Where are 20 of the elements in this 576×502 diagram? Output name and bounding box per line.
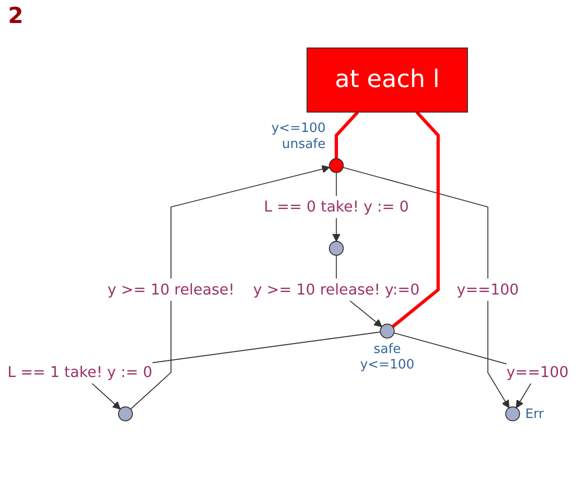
connector: [334, 111, 359, 159]
edge-label: y==100: [456, 280, 519, 298]
state-label: Err: [525, 407, 544, 422]
node-box: at each l: [306, 48, 468, 113]
node-circle: [505, 406, 520, 422]
connector: [392, 111, 440, 328]
state-label: y<=100 unsafe: [271, 121, 326, 152]
arrow: [130, 165, 330, 410]
node-circle: [380, 324, 395, 339]
node-circle: [118, 406, 133, 422]
arrow: [342, 166, 510, 408]
edge-label: y >= 10 release! y:=0: [253, 280, 420, 298]
edge-label: y==100: [506, 363, 569, 381]
edge-label: L == 0 take! y := 0: [264, 198, 409, 216]
edge-label: L == 1 take! y := 0: [7, 363, 152, 381]
state-label: safe y<=100: [360, 342, 414, 373]
edge-label: y >= 10 release!: [107, 280, 235, 298]
node-circle: [328, 240, 344, 256]
node-circle: [328, 158, 344, 174]
callout-number: 2: [8, 4, 24, 29]
